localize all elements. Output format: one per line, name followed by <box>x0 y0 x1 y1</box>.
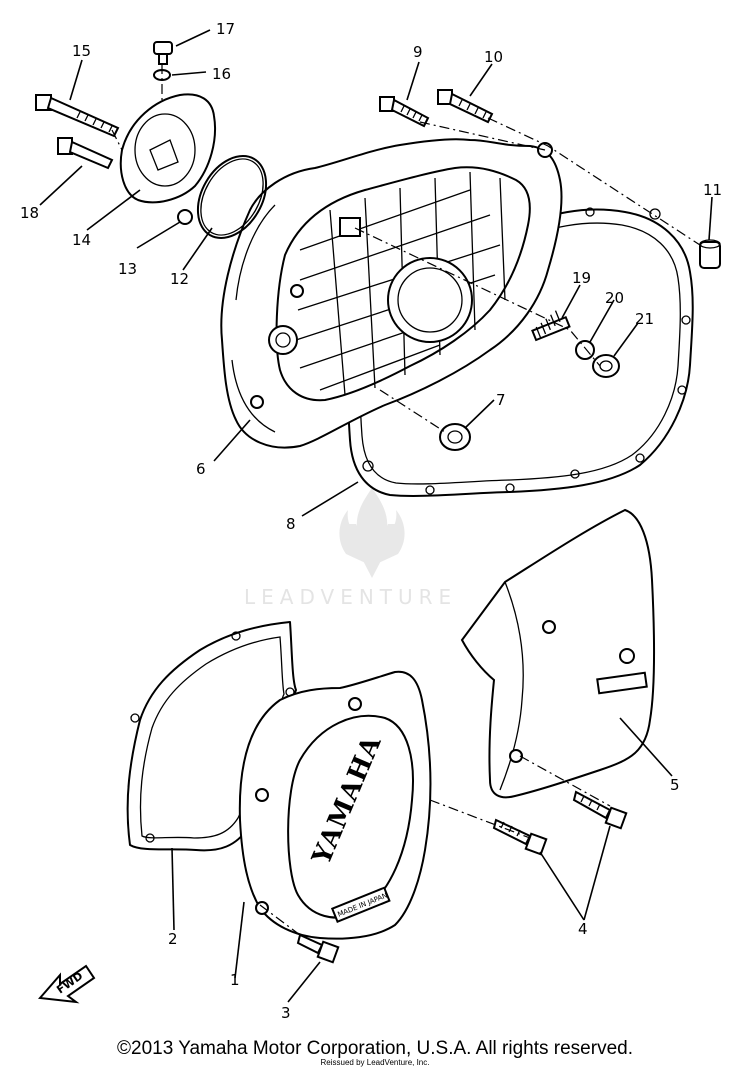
fwd-arrow: FWD <box>37 964 96 1004</box>
generator-cover-hole-bottom <box>255 901 269 915</box>
callout-3: 3 <box>281 1004 291 1022</box>
sprocket-cover-hole-1 <box>542 620 556 634</box>
oil-seal-7-bore <box>447 430 463 444</box>
magneto-gasket-2-inner <box>139 636 285 839</box>
o-ring-12-inner <box>200 158 264 236</box>
callout-11: 11 <box>703 181 722 199</box>
callout-19: 19 <box>572 269 591 287</box>
bolt-4a <box>492 818 548 856</box>
generator-cover-1 <box>238 670 432 940</box>
sprocket-cover-5 <box>460 508 656 799</box>
magneto-gasket-2 <box>126 621 297 852</box>
callout-1: 1 <box>230 971 240 989</box>
callout-21: 21 <box>635 310 654 328</box>
generator-cover-hole-left <box>255 788 269 802</box>
o-ring-13 <box>177 209 193 225</box>
reseller-notice: Reissued by LeadVenture, Inc. <box>320 1058 430 1067</box>
callout-20: 20 <box>605 289 624 307</box>
callout-9: 9 <box>413 43 423 61</box>
crankcase-bearing-bore <box>387 257 473 343</box>
callout-7: 7 <box>496 391 506 409</box>
crankcase-cover-face <box>275 166 531 402</box>
assembly-lines <box>111 64 701 936</box>
copyright-notice: ©2013 Yamaha Motor Corporation, U.S.A. A… <box>117 1038 633 1059</box>
cap-cover-14-face <box>134 113 196 187</box>
crankcase-boss <box>268 325 298 355</box>
bolt-18 <box>57 137 114 170</box>
stud-19 <box>531 310 571 342</box>
generator-cover-1-dome <box>287 714 414 919</box>
callout-13: 13 <box>118 260 137 278</box>
bolt-3 <box>296 933 340 964</box>
crankcase-bore-inner <box>397 267 463 333</box>
ball-20 <box>575 340 595 360</box>
crankcase-small-hole <box>290 284 304 298</box>
screw-17 <box>153 41 173 65</box>
callout-4: 4 <box>578 920 588 938</box>
collar-11 <box>699 239 721 269</box>
callout-17: 17 <box>216 20 235 38</box>
callout-15: 15 <box>72 42 91 60</box>
bolt-4b <box>572 790 628 830</box>
callout-5: 5 <box>670 776 680 794</box>
bolt-15 <box>35 94 120 138</box>
o-ring-12 <box>196 155 268 239</box>
crankcase-boss-hole <box>275 332 291 348</box>
callout-12: 12 <box>170 270 189 288</box>
bolt-9 <box>379 96 430 128</box>
callout-18: 18 <box>20 204 39 222</box>
generator-cover-hole-top <box>348 697 362 711</box>
leader-lines <box>39 29 713 1003</box>
callout-6: 6 <box>196 460 206 478</box>
callout-2: 2 <box>168 930 178 948</box>
sprocket-cover-plate <box>596 671 648 695</box>
oil-seal-7 <box>439 423 471 451</box>
watermark-text: LEADVENTURE <box>244 585 457 609</box>
sprocket-cover-hole-2 <box>619 648 635 664</box>
watermark: LEADVENTURE <box>244 488 457 609</box>
callout-14: 14 <box>72 231 91 249</box>
nut-21 <box>592 354 620 378</box>
callout-16: 16 <box>212 65 231 83</box>
cap-cover-14-center <box>149 139 179 171</box>
sprocket-cover-hole-3 <box>509 749 523 763</box>
callout-8: 8 <box>286 515 296 533</box>
crankcase-notch <box>339 217 361 237</box>
callout-numbers: 1 2 3 4 5 6 7 8 9 10 11 12 13 14 15 16 1… <box>20 20 722 1022</box>
callout-10: 10 <box>484 48 503 66</box>
bolt-10 <box>437 89 494 124</box>
crankcase-rim <box>231 204 276 433</box>
crankcase-bolt-boss-left <box>250 395 264 409</box>
